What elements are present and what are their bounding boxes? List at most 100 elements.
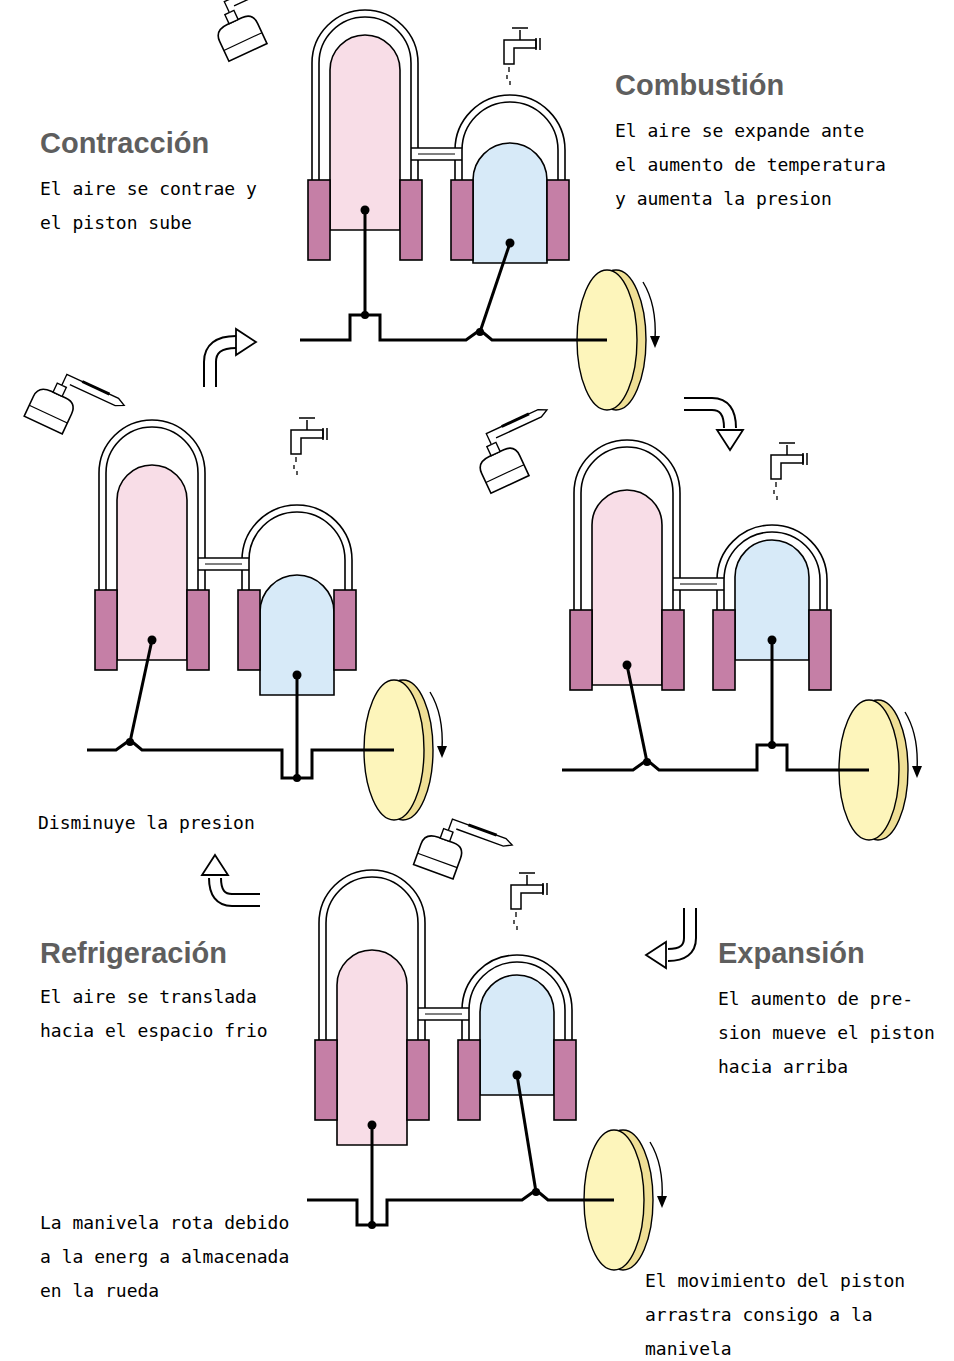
engine-part — [480, 243, 510, 332]
engine-part — [905, 712, 917, 770]
engine-part — [319, 870, 425, 1040]
engine-part — [717, 525, 827, 610]
engine-part — [106, 427, 198, 590]
pipe-fill — [419, 1008, 468, 1020]
faucet-icon — [511, 873, 547, 930]
engine-part — [411, 159, 462, 161]
stage-note: Disminuye la presion — [38, 806, 278, 840]
engine-part — [205, 564, 242, 565]
crank-pin — [643, 758, 651, 766]
engine-part — [462, 102, 558, 180]
piston-pin — [368, 1121, 377, 1130]
pipe-fill — [674, 578, 723, 590]
cylinder-sleeve — [713, 610, 735, 690]
cylinder-sleeve — [95, 590, 117, 670]
stage-note: El movimiento del piston arrastra consig… — [645, 1264, 923, 1361]
pipe-fill — [199, 558, 248, 570]
engine-part — [337, 950, 407, 1145]
crank-pin — [126, 738, 134, 746]
engine-part — [473, 143, 547, 263]
engine-part — [130, 640, 152, 742]
stage-note: El aumento de pre- sion mueve el piston … — [718, 982, 942, 1084]
torch-icon — [24, 365, 126, 452]
stage-title: Combustión — [615, 68, 784, 102]
engine-part — [319, 17, 411, 180]
engine-part — [680, 584, 717, 585]
cylinder-sleeve — [334, 590, 356, 670]
crank-pin — [532, 1188, 540, 1196]
engine-part — [117, 465, 187, 660]
torch-icon — [467, 406, 569, 493]
engine-part — [735, 540, 809, 660]
engine-part — [260, 575, 334, 695]
cylinder-sleeve — [451, 180, 473, 260]
cylinder-sleeve — [554, 1040, 576, 1120]
engine-part — [198, 557, 249, 559]
crank-pin — [768, 741, 776, 749]
engine-part — [455, 95, 565, 180]
faucet-icon — [771, 443, 807, 500]
torch-icon — [205, 0, 307, 61]
cylinder-sleeve — [308, 180, 330, 260]
engine-part — [673, 577, 724, 579]
engine-part — [312, 10, 418, 180]
piston-pin — [623, 661, 632, 670]
faucet-icon — [291, 418, 327, 475]
engine-part — [300, 315, 607, 340]
stage-title: Contracción — [40, 126, 209, 160]
engine-part — [99, 420, 205, 590]
engine-part — [425, 1014, 462, 1015]
engine-part — [296, 675, 299, 778]
flow-arrow — [210, 329, 256, 387]
faucet-icon — [504, 28, 540, 85]
engine-part — [771, 640, 774, 745]
engine-part — [198, 569, 249, 571]
crank-pin — [476, 328, 484, 336]
engine-part — [581, 447, 673, 610]
engine-part — [462, 955, 572, 1040]
crank-pin — [293, 774, 301, 782]
cylinder-sleeve — [458, 1040, 480, 1120]
stirling-engine — [467, 406, 922, 840]
piston-pin — [768, 636, 777, 645]
engine-part — [517, 1075, 536, 1192]
crank-pin — [368, 1221, 376, 1229]
cylinder-sleeve — [187, 590, 209, 670]
flow-arrow — [202, 855, 260, 900]
stage-note: El aire se contrae y el piston sube — [40, 172, 272, 240]
piston-pin — [513, 1071, 522, 1080]
engine-part — [418, 1019, 469, 1021]
engine-part — [242, 505, 352, 590]
stirling-engine — [24, 365, 447, 820]
flow-arrow — [646, 908, 690, 968]
cylinder-sleeve — [238, 590, 260, 670]
engine-part — [418, 1007, 469, 1009]
torch-icon — [414, 812, 514, 894]
stage-title: Expansión — [718, 936, 865, 970]
engine-part — [650, 1142, 662, 1200]
engine-part — [724, 532, 820, 610]
engine-part — [562, 745, 869, 770]
cylinder-sleeve — [400, 180, 422, 260]
rotation-arrowhead — [437, 746, 447, 758]
engine-part — [592, 490, 662, 685]
engine-part — [411, 147, 462, 149]
piston-pin — [293, 671, 302, 680]
engine-part — [418, 154, 455, 155]
engine-part — [430, 692, 442, 750]
cylinder-sleeve — [570, 610, 592, 690]
engine-part — [326, 877, 418, 1040]
rotation-arrowhead — [650, 336, 660, 348]
piston-pin — [361, 206, 370, 215]
cylinder-sleeve — [662, 610, 684, 690]
flow-arrow — [684, 404, 743, 450]
engine-part — [307, 1190, 614, 1225]
engine-part — [330, 35, 400, 230]
pipe-fill — [412, 148, 461, 160]
cylinder-sleeve — [407, 1040, 429, 1120]
piston-pin — [506, 239, 515, 248]
engine-part — [87, 740, 394, 778]
engine-part — [249, 512, 345, 590]
engine-part — [371, 1125, 374, 1225]
